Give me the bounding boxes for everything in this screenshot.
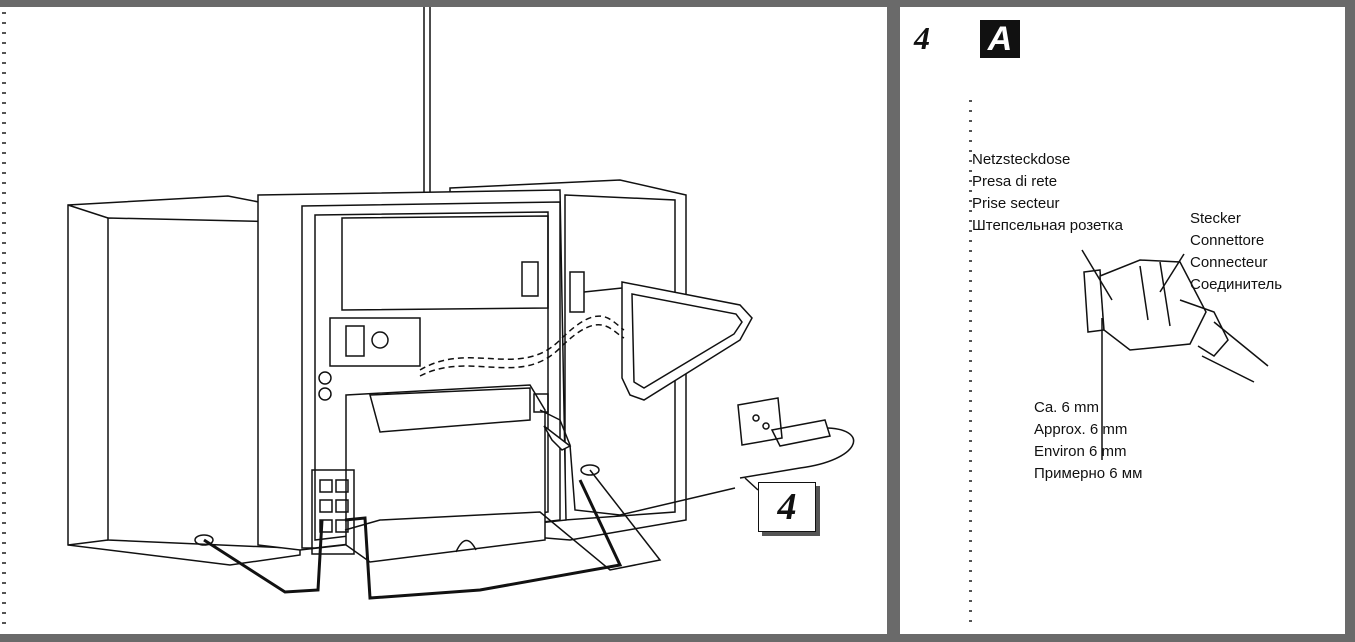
socket-label-fr: Prise secteur: [972, 195, 1060, 212]
am-loop-antenna: [419, 281, 753, 401]
distance-labels: Ca. 6 mm Approx. 6 mm Environ 6 mm Приме…: [1034, 397, 1142, 485]
left-speaker-cable: [203, 519, 324, 594]
wall-socket-illustration: [737, 397, 855, 479]
right-speaker-cable: [344, 479, 623, 600]
distance-label-fr: Environ 6 mm: [1034, 443, 1127, 460]
speaker-cable-inner: [344, 469, 662, 571]
bottom-border: [0, 634, 1355, 642]
main-unit-illustration: [257, 189, 585, 563]
panel-divider: [887, 0, 900, 642]
socket-labels: Netzsteckdose Presa di rete Prise secteu…: [972, 149, 1123, 237]
step-callout-box: 4: [758, 482, 816, 532]
socket-leader-line: [1081, 249, 1113, 301]
right-dotted-margin: [969, 100, 972, 630]
panel-letter-badge: A: [980, 20, 1020, 58]
socket-label-de: Netzsteckdose: [972, 151, 1071, 168]
plug-label-ru: Соединитель: [1190, 276, 1283, 293]
plug-label-it: Connettore: [1190, 232, 1265, 249]
plug-label-fr: Connecteur: [1190, 254, 1268, 271]
socket-label-ru: Штепсельная розетка: [972, 217, 1123, 234]
socket-label-it: Presa di rete: [972, 173, 1058, 190]
power-plug: [543, 425, 572, 451]
plug-leader-line: [1159, 253, 1185, 293]
distance-label-de: Ca. 6 mm: [1034, 399, 1100, 416]
top-border: [0, 0, 1355, 7]
plug-label-de: Stecker: [1190, 210, 1241, 227]
plug-labels: Stecker Connettore Connecteur Соединител…: [1190, 208, 1282, 296]
distance-label-ru: Примерно 6 мм: [1034, 465, 1143, 482]
right-border: [1345, 0, 1355, 642]
distance-label-en: Approx. 6 mm: [1034, 421, 1128, 438]
step-number: 4: [914, 20, 930, 56]
power-cord: [539, 409, 736, 516]
left-dotted-margin: [2, 12, 6, 630]
plug-detail-illustration: [1081, 249, 1269, 460]
